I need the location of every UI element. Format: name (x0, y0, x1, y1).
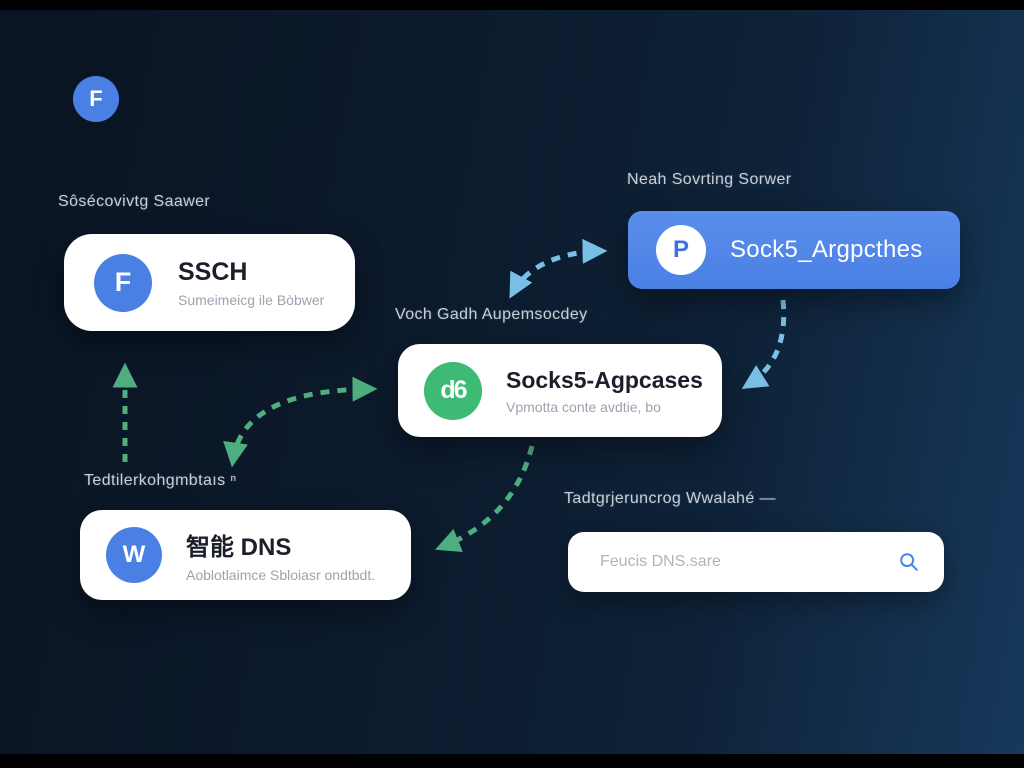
card-socks5: d6 Socks5-Agpcases Vpmotta conte avdtie,… (398, 344, 722, 437)
label-sock5-section: Neah Sovrting Sorwer (627, 171, 792, 188)
label-search-section: Tadtgrjeruncrog Wwalahé — (564, 490, 776, 507)
sock5-title: Sock5_Argpcthes (730, 236, 923, 263)
magnifier-icon[interactable] (898, 551, 920, 573)
app-logo-icon: F (73, 76, 119, 122)
arrow-sock5-to-socks5 (741, 299, 787, 389)
ssch-icon-glyph: F (114, 267, 132, 297)
search-input[interactable] (600, 553, 898, 571)
socks5-icon: d6 (424, 361, 482, 420)
dns-subtitle: Aoblotlaimce Sbloiasr ondtbdt. (186, 567, 376, 583)
card-ssch: F SSCH Sumeimeicg ile Bòbwer (64, 234, 355, 331)
arrow-label-to-sock5 (509, 238, 608, 299)
search-box[interactable] (568, 532, 944, 592)
ssch-title: SSCH (178, 257, 248, 286)
logo-glyph: F (89, 86, 103, 111)
label-socks5-section: Voch Gadh Aupemsocdey (395, 306, 588, 323)
arrow-socks5-to-dns (435, 445, 535, 553)
dns-icon: W (106, 527, 162, 583)
card-dns: W 智能 DNS Aoblotlaimce Sbloiasr ondtbdt. (80, 510, 411, 600)
ssch-subtitle: Sumeimeicg ile Bòbwer (178, 291, 325, 308)
ssch-icon: F (94, 253, 152, 312)
label-dns-section: Tedtilerkohgmbtaıs ⁿ (84, 472, 237, 489)
socks5-title: Socks5-Agpcases (506, 366, 703, 393)
card-sock5: P Sock5_Argpcthes (628, 211, 960, 289)
sock5-icon: P (656, 225, 706, 275)
label-ssch-section: Sôsécovivtg Saawer (58, 193, 211, 210)
socks5-subtitle: Vpmotta conte avdtie, bo (506, 398, 661, 415)
socks5-icon-glyph: d6 (440, 376, 467, 404)
arrow-label-to-socks5 (223, 376, 378, 468)
diagram-canvas: F Sôsécovivtg Saawer Neah Sovrting Sorwe… (0, 10, 1024, 754)
sock5-icon-glyph: P (672, 236, 689, 263)
dns-title: 智能 DNS (186, 534, 292, 561)
dns-icon-glyph: W (122, 541, 146, 568)
